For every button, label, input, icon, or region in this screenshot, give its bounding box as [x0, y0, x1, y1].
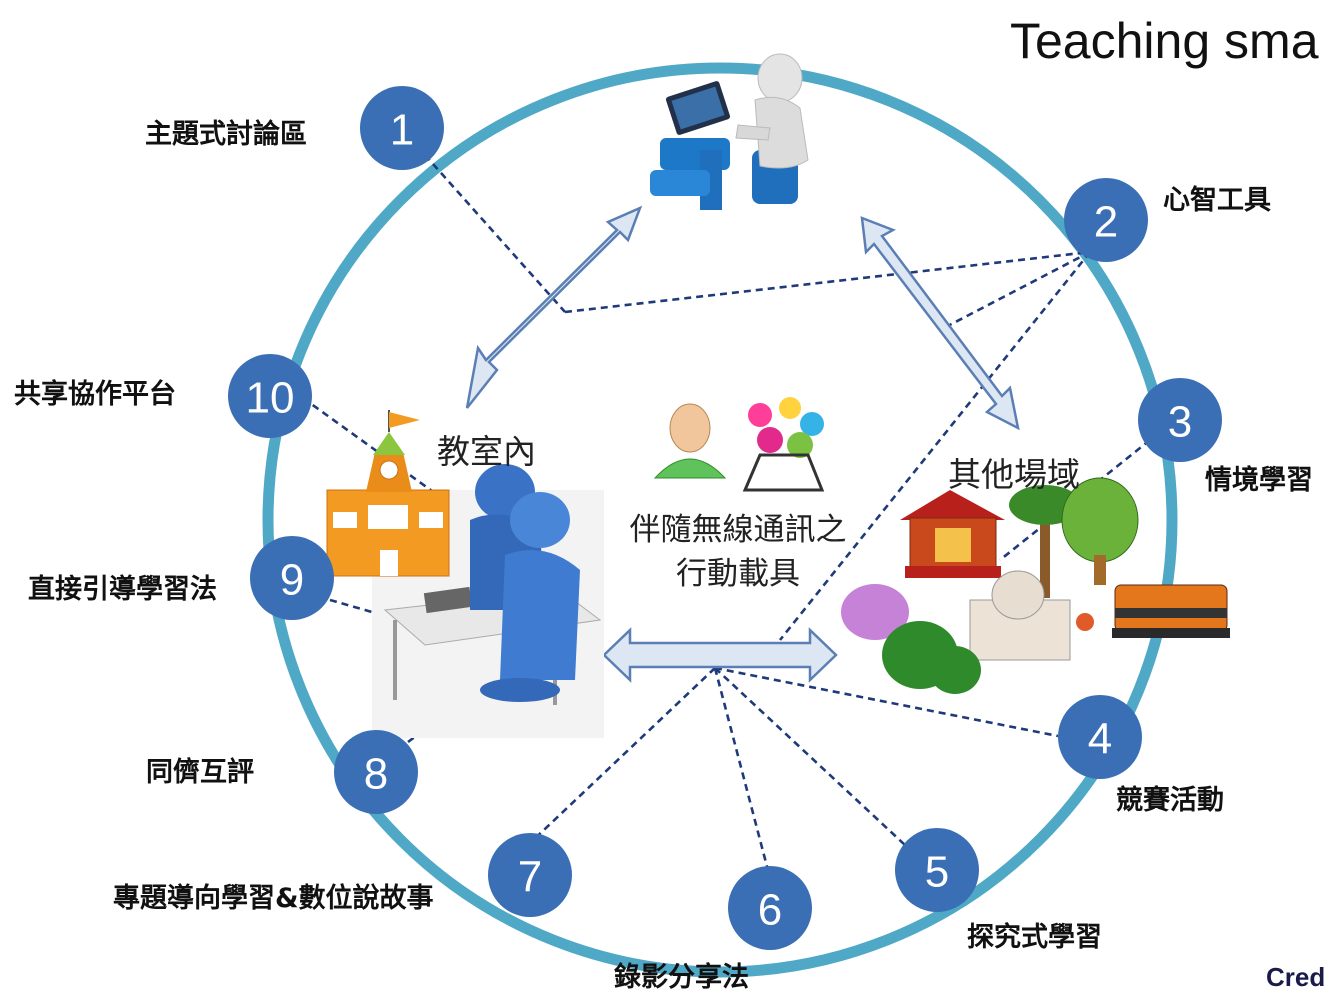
node-number-1: 1	[390, 106, 414, 155]
outer-ring	[262, 62, 1178, 978]
node-label-2: 心智工具	[1163, 185, 1271, 216]
node-circle-9	[250, 536, 334, 620]
node-circle-1	[360, 86, 444, 170]
dash-line-2b	[939, 250, 1091, 332]
node-number-7: 7	[518, 853, 542, 902]
center-caption-line1: 伴隨無線通訊之	[629, 512, 847, 548]
other-fields-illustration	[841, 477, 1230, 694]
node-label-1: 主題式討論區	[145, 119, 307, 150]
node-circle-2	[1064, 178, 1148, 262]
node-circles: 1 2 3 4 5 6 7 8 9 10	[228, 86, 1222, 950]
arrow-classroom-field	[602, 627, 838, 683]
node-number-2: 2	[1094, 198, 1118, 247]
dash-line-2a	[564, 250, 1091, 314]
zone-other-label: 其他場域	[948, 455, 1080, 494]
zone-classroom-label: 教室內	[437, 432, 536, 471]
node-circle-5	[895, 828, 979, 912]
dash-line-6	[713, 667, 772, 879]
classroom-illustration	[326, 410, 604, 738]
node-label-9: 直接引導學習法	[28, 574, 217, 605]
node-label-4: 競賽活動	[1116, 785, 1224, 816]
node-circle-6	[728, 866, 812, 950]
node-number-5: 5	[925, 848, 949, 897]
node-label-8: 同儕互評	[146, 757, 254, 788]
arrow-classroom-computer	[465, 205, 643, 409]
node-label-7: 專題導向學習&數位說故事	[113, 883, 434, 914]
node-circle-7	[488, 833, 572, 917]
node-number-8: 8	[364, 750, 388, 799]
node-number-6: 6	[758, 886, 782, 935]
center-caption: 伴隨無線通訊之 行動載具	[598, 508, 878, 596]
node-number-4: 4	[1088, 715, 1112, 764]
node-label-6: 錄影分享法	[614, 962, 749, 993]
dash-line-5	[714, 667, 906, 846]
node-number-3: 3	[1168, 398, 1192, 447]
page-title: Teaching sma	[1010, 13, 1319, 69]
dash-line-4	[714, 666, 1059, 738]
node-label-3: 情境學習	[1205, 465, 1313, 496]
node-circle-4	[1058, 695, 1142, 779]
node-number-9: 9	[280, 556, 304, 605]
dash-line-1	[424, 154, 566, 313]
credit-text: Cred	[1266, 962, 1326, 992]
node-number-10: 10	[246, 374, 295, 423]
node-circle-3	[1138, 378, 1222, 462]
node-label-10: 共享協作平台	[14, 379, 176, 410]
computer-user-illustration	[650, 53, 809, 210]
dash-line-7	[527, 667, 716, 846]
center-caption-line2: 行動載具	[676, 556, 800, 592]
double-arrows	[465, 205, 1020, 683]
node-circle-10	[228, 354, 312, 438]
arrow-computer-field	[860, 216, 1020, 431]
dash-line-2c	[778, 251, 1092, 641]
student-app-icons	[653, 397, 825, 492]
node-label-5: 探究式學習	[967, 922, 1102, 953]
node-circle-8	[334, 730, 418, 814]
